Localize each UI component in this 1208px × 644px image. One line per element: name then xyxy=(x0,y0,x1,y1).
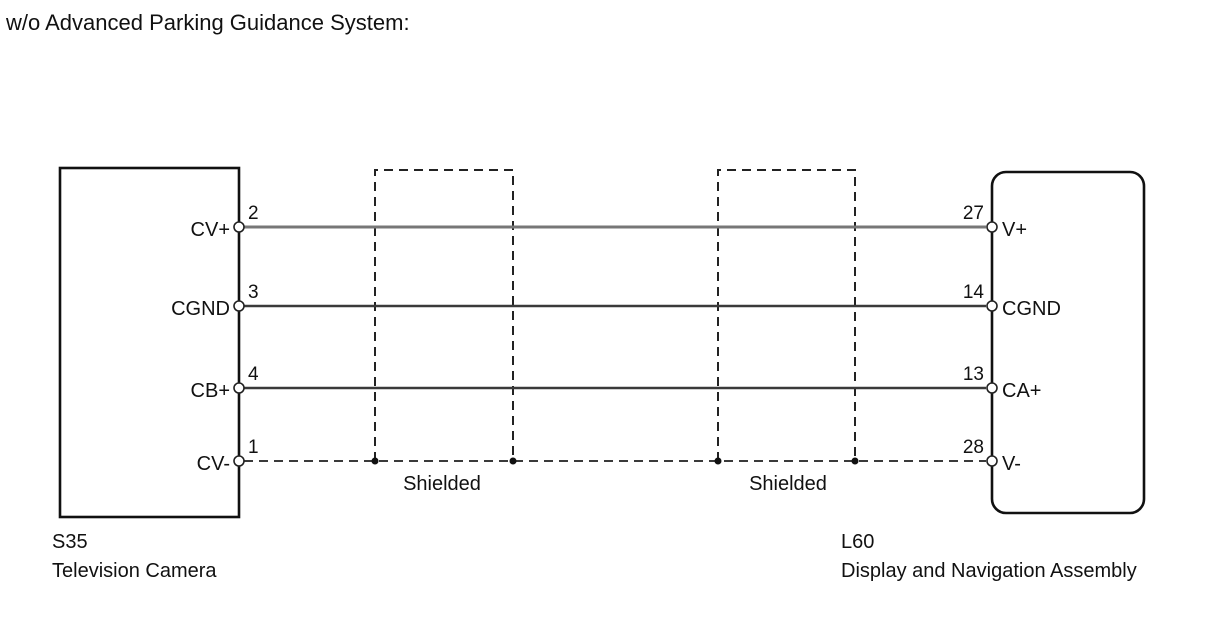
shield-junction-dot xyxy=(509,457,517,465)
shield-box-2 xyxy=(717,169,856,461)
left-pin-label-cgnd: CGND xyxy=(171,298,230,320)
shield-junction-dot xyxy=(851,457,859,465)
right-component-code: L60 xyxy=(841,531,874,553)
right-pin-label-ca-plus: CA+ xyxy=(1002,380,1041,402)
left-pin-number: 4 xyxy=(248,364,259,385)
left-pin-label-cv-minus: CV- xyxy=(197,453,230,475)
shield-junction-dot xyxy=(371,457,379,465)
left-component-name: Television Camera xyxy=(52,560,217,582)
right-pin-label-cgnd: CGND xyxy=(1002,298,1061,320)
pin-terminal xyxy=(233,300,245,312)
right-pin-number: 28 xyxy=(963,437,984,458)
shield-label-1: Shielded xyxy=(403,473,481,495)
pin-terminal xyxy=(233,221,245,233)
shield-label-2: Shielded xyxy=(749,473,827,495)
right-component-name: Display and Navigation Assembly xyxy=(841,560,1137,582)
right-pin-number: 13 xyxy=(963,364,984,385)
left-pin-label-cb-plus: CB+ xyxy=(191,380,230,402)
pin-terminal xyxy=(233,455,245,467)
display-navigation-box xyxy=(990,170,1146,515)
left-pin-label-cv-plus: CV+ xyxy=(191,219,230,241)
left-pin-number: 3 xyxy=(248,282,259,303)
pin-terminal xyxy=(986,455,998,467)
pin-terminal xyxy=(233,382,245,394)
television-camera-box xyxy=(58,166,241,519)
left-pin-number: 1 xyxy=(248,437,259,458)
pin-terminal xyxy=(986,221,998,233)
right-pin-number: 14 xyxy=(963,282,985,303)
right-pin-number: 27 xyxy=(963,203,984,224)
left-component-code: S35 xyxy=(52,531,88,553)
left-pin-number: 2 xyxy=(248,203,259,224)
right-pin-label-v-plus: V+ xyxy=(1002,219,1027,241)
diagram-title: w/o Advanced Parking Guidance System: xyxy=(5,10,410,35)
pin-terminal xyxy=(986,300,998,312)
pin-terminal xyxy=(986,382,998,394)
right-pin-label-v-minus: V- xyxy=(1002,453,1021,475)
shield-box-1 xyxy=(374,169,514,461)
shield-junction-dot xyxy=(714,457,722,465)
